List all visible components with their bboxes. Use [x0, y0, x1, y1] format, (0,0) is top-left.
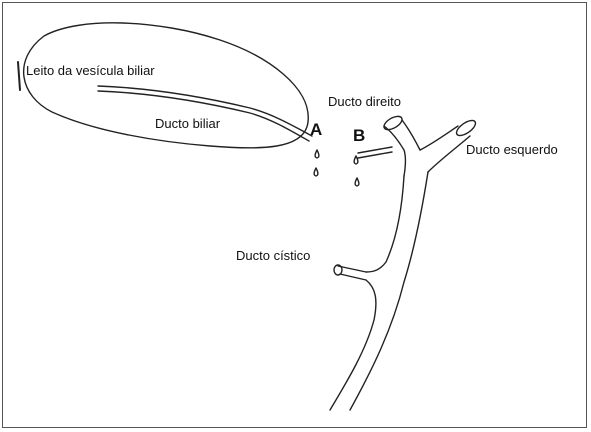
leak-drop-b2 — [355, 178, 359, 186]
marker-a: A — [310, 121, 322, 138]
right-duct-cut-end — [382, 114, 404, 133]
bed-edge-mark — [18, 62, 20, 90]
common-duct-right-wall — [350, 172, 428, 410]
left-duct-label: Ducto esquerdo — [466, 143, 558, 156]
leak-drop-b1 — [354, 156, 358, 164]
right-duct-inner — [402, 120, 420, 150]
right-duct-label: Ducto direito — [328, 95, 401, 108]
bile-duct-label: Ducto biliar — [155, 117, 220, 130]
cystic-duct-lower — [340, 274, 366, 280]
gallbladder-bed-label: Leito da vesícula biliar — [26, 64, 155, 77]
accessory-duct-stub-lower — [358, 152, 392, 158]
marker-b: B — [353, 127, 365, 144]
common-duct-left-wall — [366, 176, 404, 272]
leak-drop-a2 — [314, 168, 318, 176]
cystic-duct-label: Ducto cístico — [236, 249, 310, 262]
left-duct-inner — [420, 126, 458, 150]
left-duct-cut-end — [454, 118, 478, 139]
leak-drop-a1 — [315, 150, 319, 158]
right-duct-outer — [384, 126, 406, 176]
accessory-duct-stub-upper — [358, 147, 392, 153]
common-duct-lower-left-wall — [330, 280, 376, 410]
